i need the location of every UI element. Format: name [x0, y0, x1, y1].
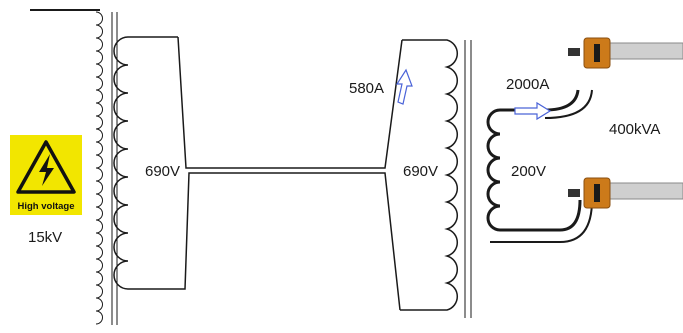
secondary-voltage-label: 200V — [511, 163, 546, 180]
rating-label: 400kVA — [609, 121, 660, 138]
intermediate-voltage-left-label: 690V — [145, 163, 180, 180]
intermediate-current-label: 580A — [349, 80, 384, 97]
left-intermediate-winding — [113, 36, 401, 311]
secondary-cable-upper — [544, 89, 593, 119]
busbar-bottom — [599, 182, 683, 200]
busbar-top — [599, 42, 683, 60]
lightning-bolt-icon — [39, 154, 54, 186]
right-core — [464, 40, 472, 318]
secondary-current-label: 2000A — [506, 76, 549, 93]
cable-clamp-top — [568, 37, 611, 69]
primary-voltage-label: 15kV — [28, 229, 62, 246]
current-arrow-up-icon — [395, 68, 413, 105]
primary-winding — [95, 11, 103, 325]
warning-triangle-icon — [16, 140, 76, 194]
warning-sign-text: High voltage — [17, 201, 74, 212]
intermediate-connection-wire — [177, 36, 403, 169]
high-voltage-warning-sign: High voltage — [10, 135, 82, 215]
cable-clamp-bottom — [568, 177, 611, 209]
intermediate-voltage-right-label: 690V — [403, 163, 438, 180]
secondary-cable-lower — [490, 199, 593, 243]
secondary-winding — [486, 89, 582, 232]
right-intermediate-winding — [400, 39, 459, 311]
current-arrow-right-icon — [514, 101, 552, 121]
left-core — [111, 12, 118, 325]
